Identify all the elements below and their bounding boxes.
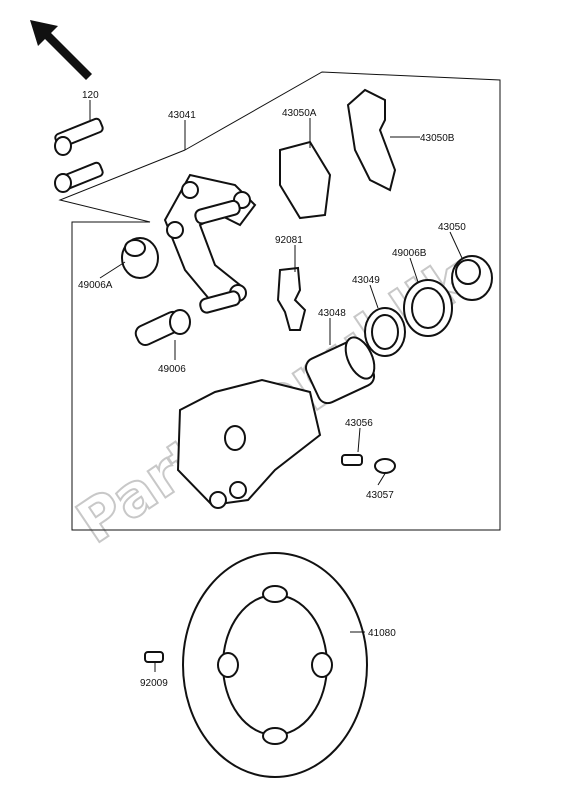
bleeder-cap (374, 458, 396, 474)
label-43050a: 43050A (282, 108, 317, 119)
leader-lines (89, 100, 463, 672)
label-43050b: 43050B (420, 133, 455, 144)
piston-seal (364, 307, 406, 357)
label-43050: 43050 (438, 222, 466, 233)
label-43049: 43049 (352, 275, 380, 286)
label-120: 120 (82, 90, 99, 101)
caliper-bolt (54, 117, 104, 193)
part-labels: 120 43041 43050A 43050B 92081 49006A 490… (78, 90, 466, 689)
disc-bolt (144, 651, 164, 663)
front-direction-arrow-icon (30, 20, 92, 80)
bleeder-valve (341, 454, 363, 466)
slide-pin (134, 309, 191, 346)
label-41080: 41080 (368, 628, 396, 639)
caliper-piston (304, 336, 376, 405)
label-49006a: 49006A (78, 280, 113, 291)
pad-spring (276, 266, 307, 331)
caliper-body (176, 378, 322, 509)
label-92081: 92081 (275, 235, 303, 246)
label-49006: 49006 (158, 364, 186, 375)
label-43048: 43048 (318, 308, 346, 319)
caliper-bracket (163, 173, 257, 314)
boot-49006a (121, 237, 159, 279)
brake-pad-b (346, 88, 397, 192)
label-43057: 43057 (366, 490, 394, 501)
dust-seal (403, 279, 453, 337)
brake-pad-a (279, 140, 332, 220)
label-49006b: 49006B (392, 248, 427, 259)
label-43056: 43056 (345, 418, 373, 429)
label-43041: 43041 (168, 110, 196, 121)
brake-disc (182, 552, 368, 778)
assembly-outline (58, 71, 501, 531)
label-92009: 92009 (140, 678, 168, 689)
caliper-cap (451, 255, 493, 301)
